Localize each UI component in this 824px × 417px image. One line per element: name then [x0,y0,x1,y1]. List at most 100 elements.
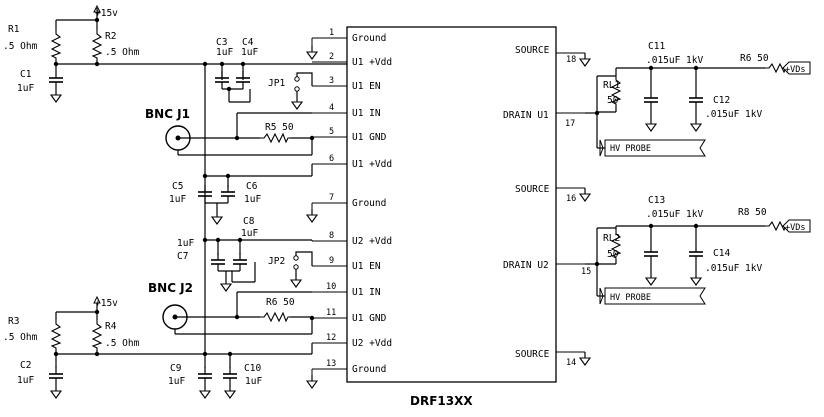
resistor-label: R5 50 [265,122,294,133]
c3-c4-jp1-network [202,61,313,355]
pin-number: 18 [566,55,576,65]
pin-number: 8 [329,231,334,241]
pin-label: SOURCE [515,349,550,360]
output-u1-network [585,61,811,157]
pin-label: U1 GND [352,313,387,324]
pin-label: U1 +Vdd [352,159,392,170]
chip-left-pin-labels: Ground U1 +Vdd U1 EN U1 IN U1 GND U1 +Vd… [352,33,392,375]
hv-probe-tag [604,287,706,305]
resistor-label: R2 [105,31,116,42]
pin-number: 6 [329,154,334,164]
pin-number: 10 [326,282,336,292]
pin-label: Ground [352,33,386,44]
pin-label: SOURCE [515,184,550,195]
pin-label: U1 IN [352,108,381,119]
chip-left-pins [312,37,347,370]
chip-left-pin-numbers: 1 2 3 4 5 6 7 8 9 10 11 12 13 [326,28,336,369]
capacitor-label: C1 [20,69,32,80]
probe-label: HV PROBE [610,144,651,154]
capacitor-label: C3 [216,37,227,48]
pin-number: 17 [565,119,575,129]
pin-label: U1 IN [352,287,381,298]
pin-label: U2 +Vdd [352,236,392,247]
connector-label: BNC J1 [145,107,190,121]
pin-number: 14 [566,358,576,368]
ground-symbol [579,187,591,202]
rail-label: +VDs [785,223,805,233]
pin-label: U2 +Vdd [352,338,392,349]
capacitor-label: C11 [648,41,665,52]
pin-number: 5 [329,127,334,137]
ground-symbol [579,52,591,67]
c7-c8-jp2-network [202,237,313,292]
pin-label: Ground [352,198,386,209]
jumper-label: JP2 [268,256,285,267]
bnc-j2-network [162,291,315,335]
capacitor-value: 1uF [216,47,233,58]
pin-number: 9 [329,256,334,266]
probe-label: HV PROBE [610,293,651,303]
pin-label: SOURCE [515,45,550,56]
capacitor-label: C14 [713,248,730,259]
bnc-j1-network [165,112,315,156]
resistor-label: R6 50 [740,53,769,64]
capacitor-label: C13 [648,195,665,206]
pin-number: 2 [329,52,334,62]
pin-number: 11 [326,308,336,318]
pin-label: U1 EN [352,81,381,92]
capacitor-value: 1uF [168,376,185,387]
vds-rail-tag [782,219,811,233]
top-supply: +15v [48,4,347,103]
pin-number: 15 [581,267,591,277]
resistor-value: .5 Ohm [3,332,38,343]
capacitor-value: .015uF 1kV [705,263,762,274]
pin-number: 1 [329,28,334,38]
resistor-label: R1 [8,24,20,35]
capacitor-value: .015uF 1kV [646,209,703,220]
c5-c6-network [197,164,313,225]
connector-label: BNC J2 [148,281,193,295]
pin-label: DRAIN U2 [503,260,549,271]
capacitor-value: .015uF 1kV [705,109,762,120]
ground-symbol [306,45,318,60]
capacitor-label: C2 [20,360,31,371]
capacitor-value: 1uF [17,375,34,386]
resistor-label: R4 [105,321,117,332]
capacitor-value: 1uF [169,194,186,205]
output-u2-network [585,219,811,305]
chip-right-pins [556,52,585,353]
capacitor-label: C8 [243,216,255,227]
capacitor-value: .015uF 1kV [646,55,703,66]
pin-number: 7 [329,193,334,203]
chip-right-pin-numbers: 18 17 16 15 14 [565,55,591,368]
capacitor-label: C9 [170,363,182,374]
resistor-label: R6 50 [266,297,295,308]
capacitor-value: 1uF [241,47,258,58]
resistor-label: R3 [8,316,19,327]
ground-symbol [306,374,318,389]
supply-label: +15v [95,298,118,309]
chip-name: DRF13XX [410,394,473,408]
pin-label: Ground [352,364,386,375]
pin-label: U1 EN [352,261,381,272]
capacitor-value: 1uF [17,83,34,94]
supply-label: +15v [95,8,118,19]
resistor-value: .5 Ohm [3,41,38,52]
pin-number: 13 [326,359,336,369]
capacitor-label: C6 [246,181,258,192]
capacitor-value: 1uF [244,194,261,205]
resistor-value: 50 [607,95,619,106]
capacitor-label: C5 [172,181,183,192]
capacitor-value: 1uF [241,228,258,239]
capacitor-value: 1uF [245,376,262,387]
capacitor-label: C12 [713,95,730,106]
resistor-value: .5 Ohm [105,47,140,58]
ground-symbol [306,208,318,223]
pin-number: 3 [329,76,334,86]
ground-symbol [579,351,591,366]
chip-right-pin-labels: SOURCE DRAIN U1 SOURCE DRAIN U2 SOURCE [503,45,550,360]
pin-label: DRAIN U1 [503,110,549,121]
capacitor-label: C7 [177,251,188,262]
pin-label: U1 GND [352,132,387,143]
